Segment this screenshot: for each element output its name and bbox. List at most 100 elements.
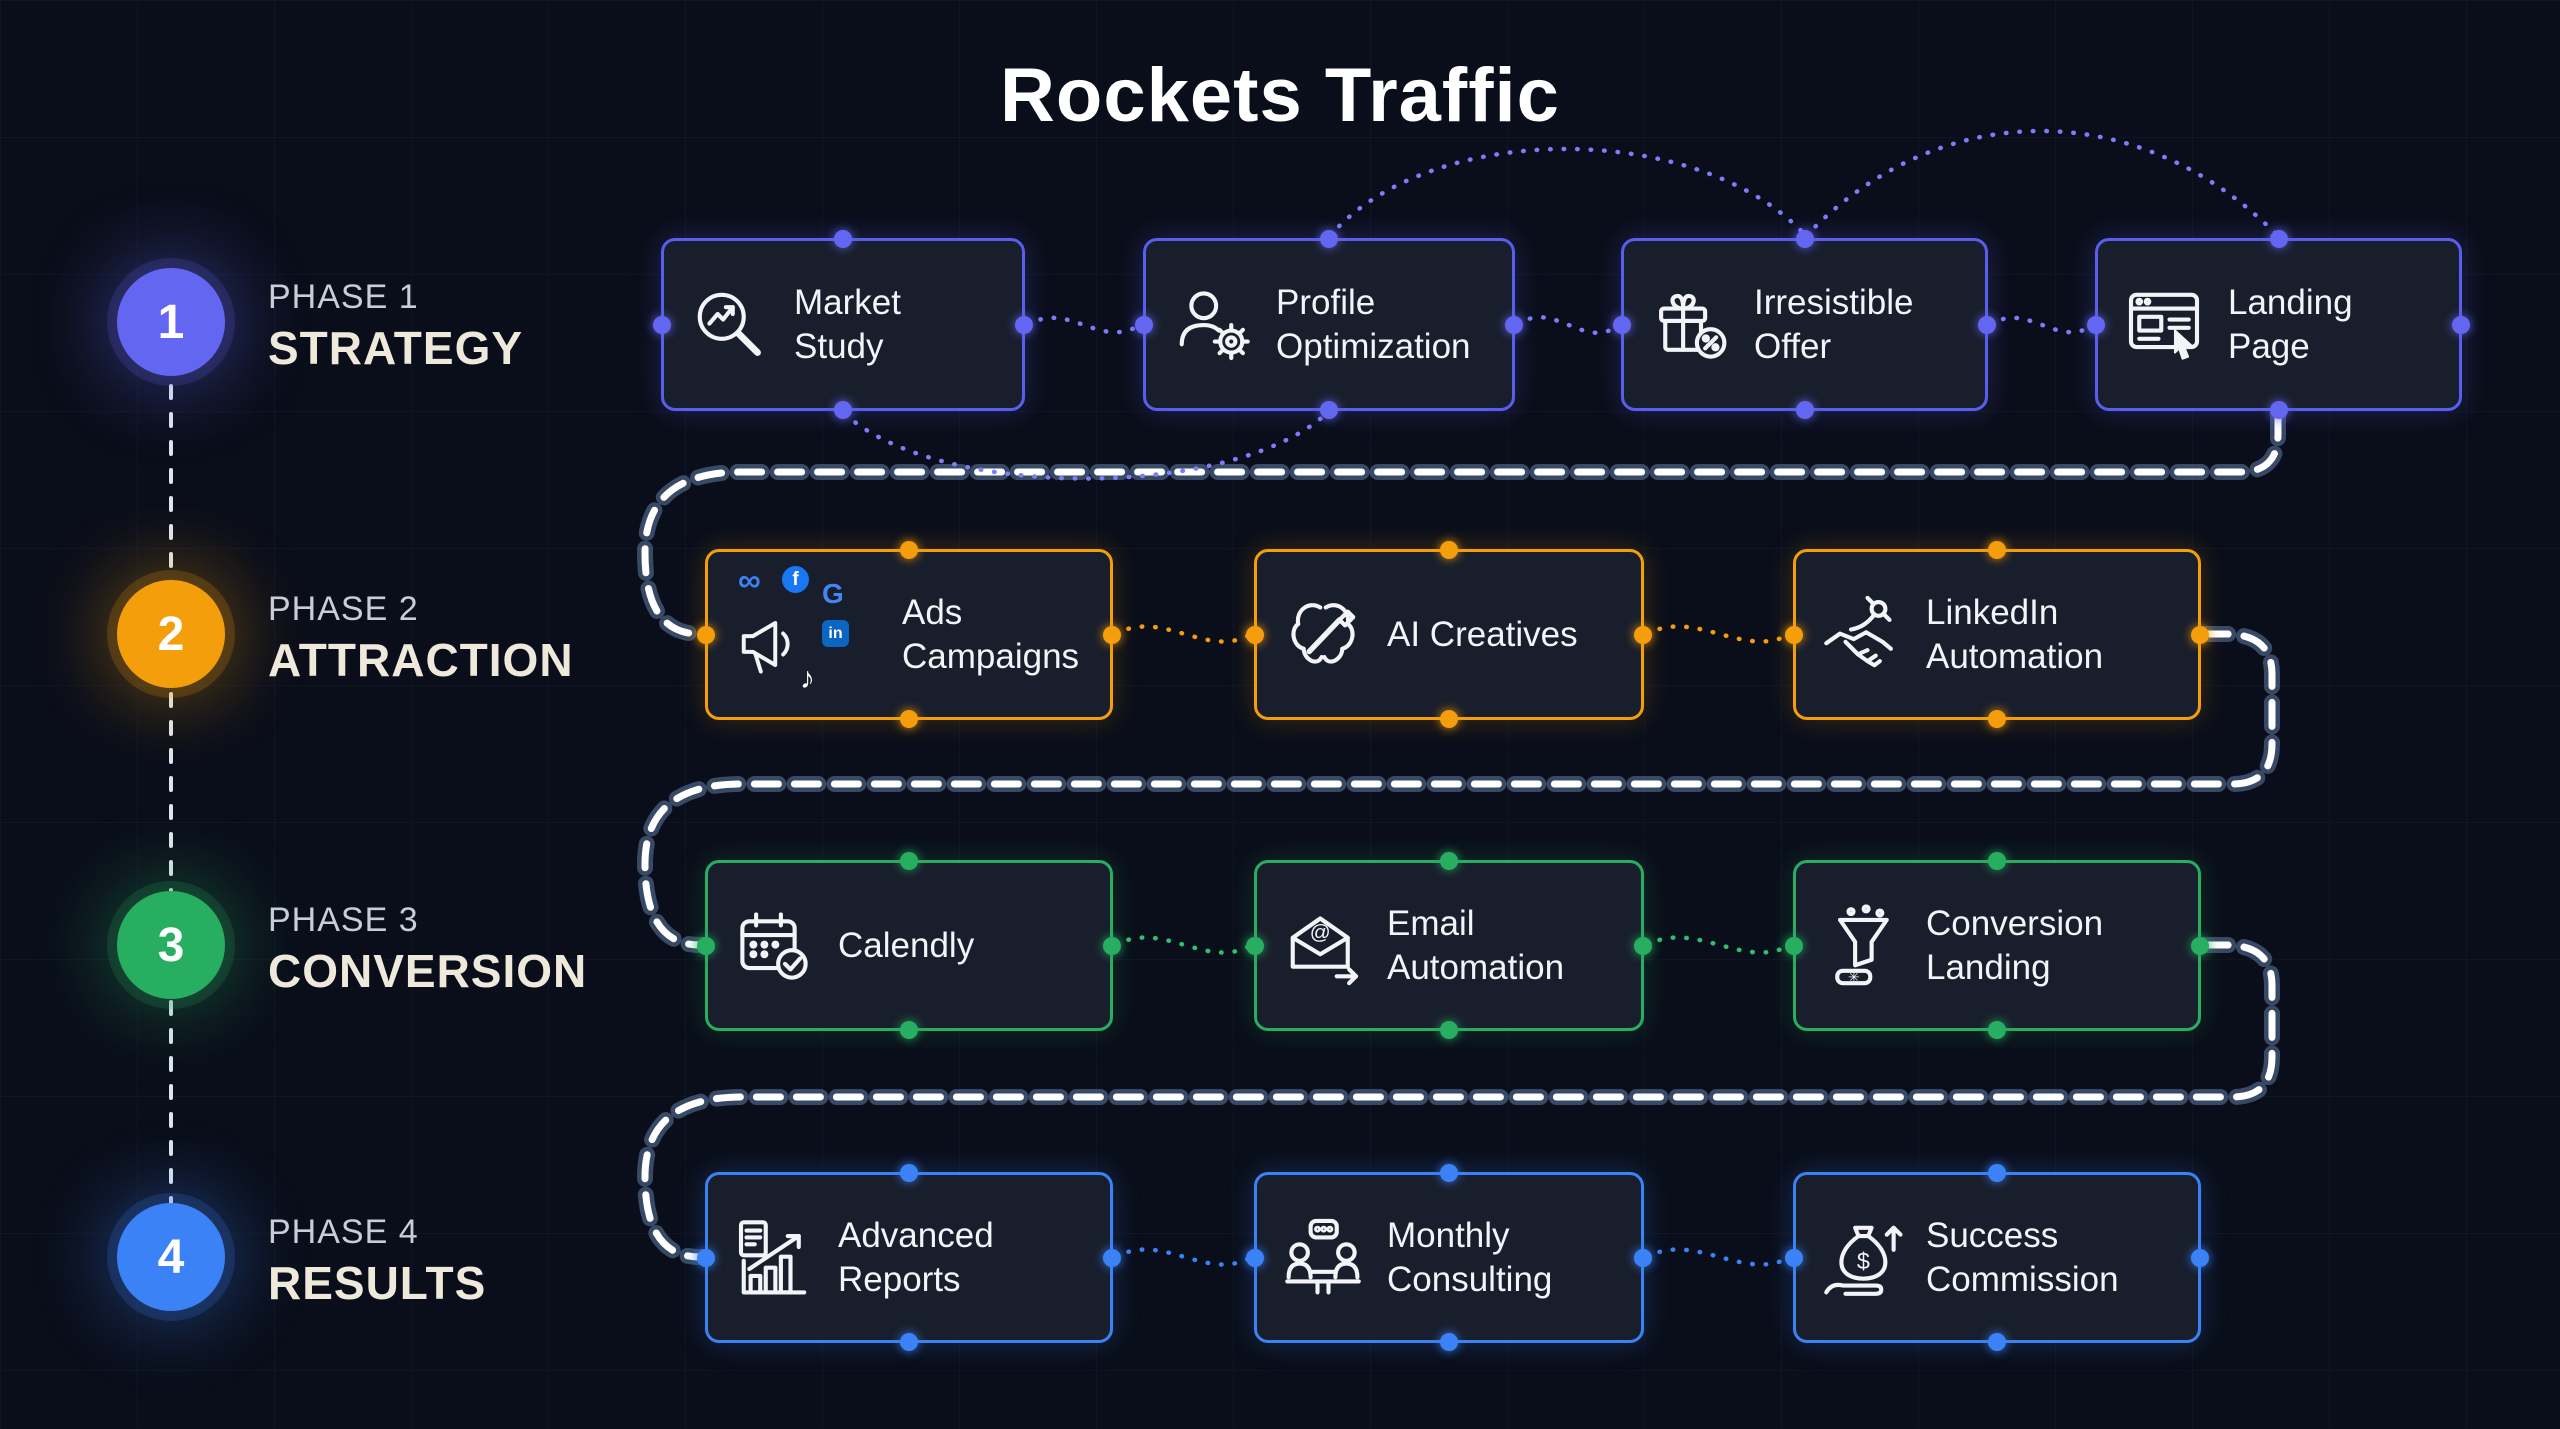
node-email-automation: @ Email Automation — [1246, 852, 1652, 1039]
node-label: Calendly — [838, 925, 975, 965]
connector-dot — [1988, 541, 2006, 559]
connector-dot — [2191, 625, 2209, 644]
landing-page-icon — [2120, 281, 2208, 369]
connector-dot — [1785, 936, 1803, 955]
connector-dot — [1978, 315, 1996, 334]
node-success-commission: $ Success Commission — [1785, 1164, 2209, 1351]
connector-dot — [1634, 1248, 1652, 1267]
google-icon: G — [822, 577, 844, 609]
connector-dot — [1795, 230, 1814, 248]
connector-dot — [2452, 315, 2470, 334]
phase-1-badge: 1 — [117, 268, 225, 376]
phase-2-name: ATTRACTION — [268, 634, 574, 686]
node-calendly: Calendly — [697, 852, 1121, 1039]
market-study-icon — [686, 281, 774, 369]
connector-dot — [1988, 1333, 2006, 1351]
phase-4-name: RESULTS — [268, 1257, 487, 1309]
advanced-reports-icon — [730, 1214, 818, 1302]
node-label: Irresistible Offer — [1754, 282, 1914, 366]
node-label: LinkedIn Automation — [1926, 592, 2104, 676]
flow-connector-phase2-phase3 — [641, 630, 2276, 949]
connector-dot — [697, 625, 715, 644]
connector-dot — [1440, 1164, 1458, 1182]
phase-3-text: PHASE 3 CONVERSION — [268, 901, 587, 998]
connector-dot — [2269, 230, 2288, 248]
connector-dot — [2191, 936, 2209, 955]
node-label: Conversion Landing — [1926, 903, 2104, 987]
connector-dot — [697, 936, 715, 955]
phase-2-text: PHASE 2 ATTRACTION — [268, 590, 574, 687]
connector-dot — [1103, 1248, 1121, 1267]
connector-dot — [1613, 315, 1631, 334]
ads-campaigns-icon: ∞ f G in ♪ — [730, 564, 882, 702]
connector-dot — [1103, 936, 1121, 955]
irresistible-offer-icon — [1646, 281, 1734, 369]
phase-2-badge: 2 — [117, 580, 225, 688]
connector-dot — [1440, 1021, 1458, 1039]
node-conversion-landing: ✳ Conversion Landing — [1785, 852, 2209, 1039]
node-profile-optimization: Profile Optimization — [1135, 230, 1523, 419]
connector-dot — [1505, 315, 1523, 334]
phase-3-name: CONVERSION — [268, 945, 588, 997]
connector-dot — [1015, 315, 1033, 334]
linkedin-automation-icon — [1818, 591, 1906, 679]
connector-dot — [900, 852, 918, 870]
connector-dot — [1795, 401, 1814, 419]
node-irresistible-offer: Irresistible Offer — [1613, 230, 1996, 419]
node-ai-creatives: AI Creatives — [1246, 541, 1652, 728]
node-label: Ads Campaigns — [902, 592, 1080, 676]
phase-1-number: 1 — [157, 295, 185, 349]
megaphone-icon — [741, 620, 790, 674]
connector-dot — [834, 230, 852, 248]
connector-dot — [1440, 710, 1458, 728]
ai-creatives-icon — [1279, 591, 1367, 679]
node-monthly-consulting: Monthly Consulting — [1246, 1164, 1652, 1351]
connector-dot — [697, 1248, 715, 1267]
connector-dot — [2087, 315, 2105, 334]
phase-3-label: PHASE 3 — [268, 901, 419, 939]
phase-1-text: PHASE 1 STRATEGY — [268, 278, 523, 375]
node-label: Email Automation — [1387, 903, 1565, 987]
connector-dot — [2269, 401, 2288, 419]
connector-dot — [900, 710, 918, 728]
connector-dot — [1320, 401, 1338, 419]
connector-dot — [1988, 852, 2006, 870]
connector-dot — [1988, 710, 2006, 728]
meta-icon: ∞ — [738, 561, 761, 598]
node-label: Market Study — [794, 282, 901, 366]
node-label: Advanced Reports — [838, 1215, 994, 1299]
connector-dot — [1320, 230, 1338, 248]
node-ads-campaigns: ∞ f G in ♪ Ads Campaigns — [697, 541, 1121, 728]
node-label: Profile Optimization — [1276, 282, 1471, 366]
connector-dot — [1785, 1248, 1803, 1267]
node-label: Landing Page — [2228, 282, 2353, 366]
node-label: Monthly Consulting — [1387, 1215, 1553, 1299]
connector-dot — [1246, 936, 1264, 955]
facebook-icon: f — [782, 565, 809, 593]
connector-dot — [900, 1021, 918, 1039]
node-label: AI Creatives — [1387, 614, 1578, 654]
connector-dot — [1246, 625, 1264, 644]
node-label: Success Commission — [1926, 1215, 2119, 1299]
connector-dot — [834, 401, 852, 419]
connector-dot — [2191, 1248, 2209, 1267]
phase-4-text: PHASE 4 RESULTS — [268, 1213, 486, 1310]
connector-dot — [1634, 936, 1652, 955]
calendly-icon — [730, 902, 818, 990]
connector-dot — [1440, 852, 1458, 870]
connector-dot — [653, 315, 671, 334]
flow-connector-phase1-phase2 — [641, 410, 2282, 638]
node-linkedin-automation: LinkedIn Automation — [1785, 541, 2209, 728]
phase-4-label: PHASE 4 — [268, 1213, 419, 1251]
connector-dot — [1246, 1248, 1264, 1267]
phase-4-number: 4 — [157, 1230, 185, 1284]
node-landing-page: Landing Page — [2087, 230, 2470, 419]
phase-4-badge: 4 — [117, 1203, 225, 1311]
connector-dot — [1785, 625, 1803, 644]
connector-dot — [1135, 315, 1153, 334]
tiktok-icon: ♪ — [800, 661, 815, 695]
connector-dot — [1440, 541, 1458, 559]
phase-3-badge: 3 — [117, 891, 225, 999]
monthly-consulting-icon — [1279, 1214, 1367, 1302]
